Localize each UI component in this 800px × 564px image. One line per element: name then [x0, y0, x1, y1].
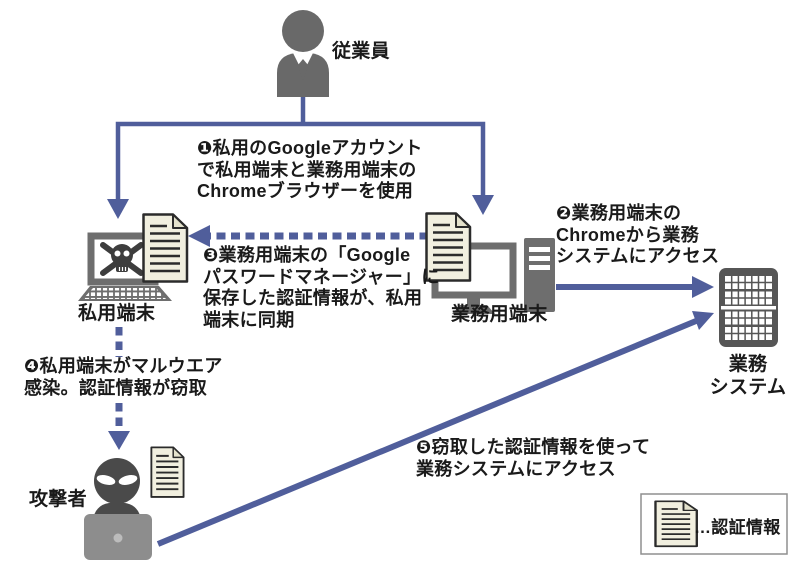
step3-text: ❸業務用端末の「Google パスワードマネージャー」に 保存した認証情報が、私… — [203, 245, 440, 330]
arrow-employee-to-devices — [107, 95, 494, 219]
arrow-sync-dashed — [188, 225, 443, 247]
step1-text: ❶私用のGoogleアカウント で私用端末と業務用端末の Chromeブラウザー… — [197, 138, 423, 201]
arrow-work-to-system — [556, 276, 714, 298]
attacker-label: 攻撃者 — [29, 489, 87, 510]
credentials-document-icon — [142, 213, 189, 283]
credentials-document-icon — [654, 500, 699, 548]
attacker-icon — [84, 458, 152, 560]
flow-arrows — [107, 95, 714, 547]
credentials-document-icon — [150, 446, 185, 498]
server-grid-icon — [719, 268, 778, 347]
attacker-laptop-icon — [84, 514, 152, 560]
arrow-attacker-to-system — [156, 311, 714, 547]
arrow-theft-dashed — [108, 327, 130, 450]
business-system-label: 業務 システム — [709, 354, 787, 398]
step5-text: ❺窃取した認証情報を使って 業務システムにアクセス — [416, 437, 651, 479]
step4-text: ❹私用端末がマルウエア 感染。認証情報が窃取 — [24, 356, 223, 398]
step2-text: ❷業務用端末の Chromeから業務 システムにアクセス — [556, 203, 720, 266]
personal-device-label: 私用端末 — [78, 303, 156, 324]
skull-crossbones-icon — [100, 242, 144, 276]
legend-label: …認証情報 — [694, 518, 781, 537]
work-device-label: 業務用端末 — [451, 304, 548, 325]
employee-icon — [277, 10, 329, 97]
employee-label: 従業員 — [332, 41, 390, 62]
